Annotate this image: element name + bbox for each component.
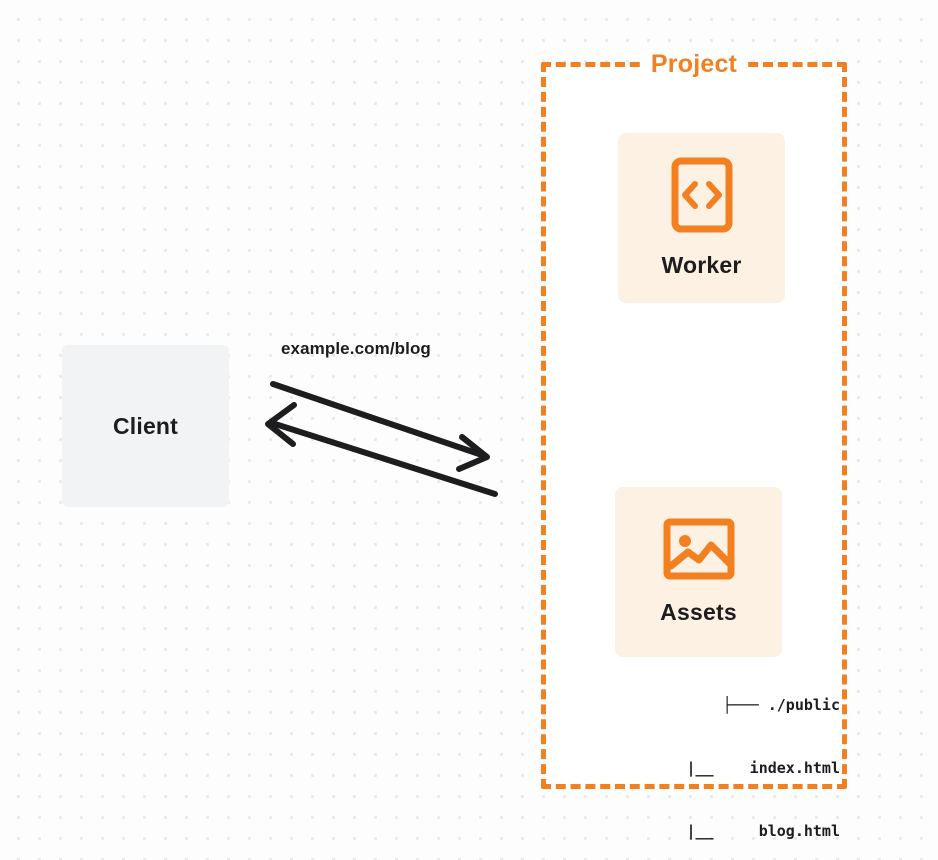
connector-label: example.com/blog [281, 339, 431, 358]
worker-card[interactable]: Worker [618, 133, 785, 303]
request-arrow [270, 381, 490, 472]
client-node-label: Client [112, 412, 179, 439]
assets-card[interactable]: Assets [615, 487, 782, 657]
client-node[interactable]: Client [62, 345, 229, 507]
tree-row: ├─── ./public [722, 696, 840, 714]
tree-row: |__ blog.html [686, 822, 840, 840]
project-group-label: Project [643, 50, 745, 79]
assets-card-label: Assets [660, 599, 737, 625]
tree-row: |__ index.html [686, 759, 840, 777]
worker-card-label: Worker [661, 252, 742, 278]
response-arrow [265, 402, 498, 497]
asset-file-tree: ├─── ./public |__ index.html |__ blog.ht… [590, 653, 840, 860]
project-group: Project Worker Assets [541, 50, 847, 840]
image-icon [663, 518, 735, 585]
code-brackets-icon [671, 157, 733, 238]
